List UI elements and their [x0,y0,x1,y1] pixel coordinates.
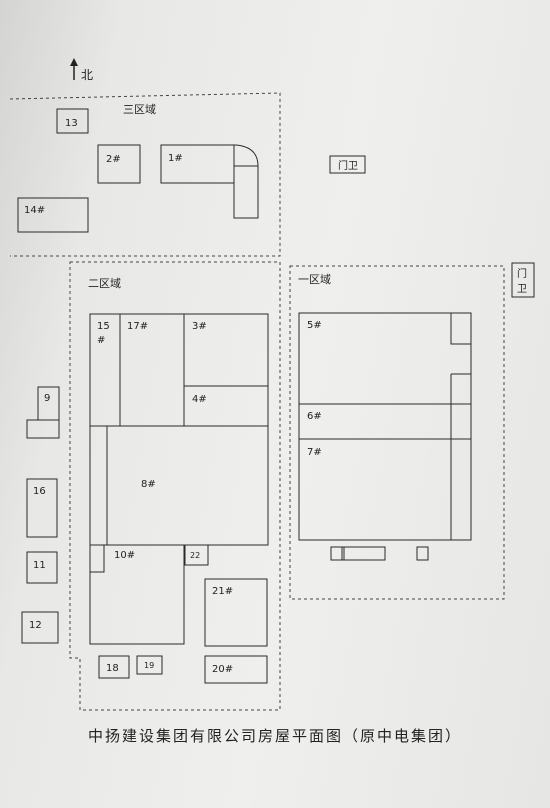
zone-1-label: 一区域 [298,273,331,286]
building-12-label: 12 [29,620,42,631]
zone-2-label: 二区域 [88,277,121,290]
building-11-label: 11 [33,560,46,571]
building-14-label: 14# [24,205,45,216]
small-structure-zone-1-b [416,546,429,561]
building-1-outline [160,144,259,219]
building-10-outline [89,544,185,645]
zone-3-label: 三区域 [123,103,156,116]
building-9-label: 9 [44,393,50,404]
small-structure-zone-1 [330,546,386,561]
building-16-label: 16 [33,486,46,497]
building-20-label: 20# [212,664,233,675]
building-1 [160,144,259,219]
plan-caption: 中扬建设集团有限公司房屋平面图（原中电集团） [87,727,462,745]
building-21-label: 21# [212,586,233,597]
building-1-label: 1# [168,153,183,164]
gate-right-label-1: 门 [517,267,527,280]
building-9 [26,386,60,439]
building-8-label: 8# [141,479,156,490]
gate-top [329,155,366,174]
main-block-zone-1 [298,312,472,541]
zone-1-block-outline [298,312,472,541]
building-3-label: 3# [192,321,207,332]
building-17-label: 17# [127,321,148,332]
small-structure-outline [330,546,386,561]
building-5-label: 5# [307,320,322,331]
gate-right [511,262,535,298]
building-19-label: 19 [144,661,154,670]
building-18-label: 18 [106,663,119,674]
gate-right-label-2: 卫 [517,284,527,295]
building-4-label: 4# [192,394,207,405]
building-10-annex [89,544,105,573]
building-21 [204,578,268,647]
north-arrow-head [70,58,78,66]
building-16 [26,478,58,538]
building-7-label: 7# [307,447,322,458]
building-22 [184,544,209,566]
building-15-label: 15 [97,321,110,332]
gate-top-label: 门卫 [338,159,358,172]
building-11 [26,551,58,584]
zone-2-boundary [69,261,281,711]
building-19 [136,655,163,675]
zone-1-boundary [289,265,505,600]
north-arrow: 北 [70,58,93,82]
building-12 [21,611,59,644]
main-block-zone-2 [89,313,269,546]
main-block-outline [89,313,269,546]
building-15-suffix: # [97,335,105,346]
building-20 [204,655,268,684]
building-6-label: 6# [307,411,322,422]
building-14 [17,197,89,233]
building-2-label: 2# [106,154,121,165]
zone-1-annex-top [450,312,472,345]
building-9-lower [26,419,60,439]
building-10 [89,544,185,645]
building-2 [97,144,141,184]
building-22-label: 22 [190,551,200,560]
building-13 [56,108,89,134]
building-18 [98,655,130,679]
north-label: 北 [81,68,93,82]
building-13-label: 13 [65,118,78,129]
building-10-label: 10# [114,550,135,561]
